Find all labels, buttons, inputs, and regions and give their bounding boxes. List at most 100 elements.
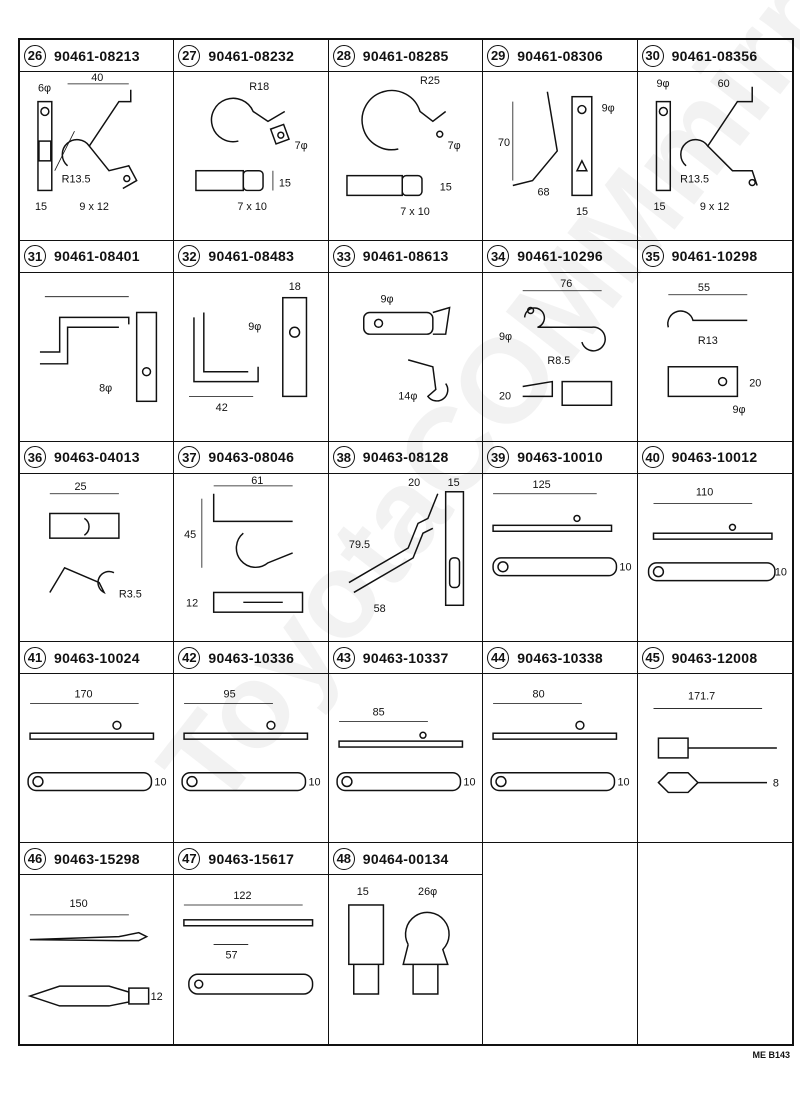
item-number: 41: [24, 646, 46, 669]
dim-label: 8φ: [99, 382, 112, 394]
part-number: 90463-15617: [208, 850, 295, 867]
part-cell-44: 44 90463-10338 80 10: [483, 642, 638, 844]
tie-drawing: 80 10: [490, 689, 630, 792]
part-cell-47: 47 90463-15617 122 57: [174, 843, 329, 1044]
cell-header: 40 90463-10012: [637, 442, 792, 474]
dim-label: 7 x 10: [400, 206, 430, 218]
dim-label: 10: [154, 777, 166, 789]
part-cell-46: 46 90463-15298 150 12: [20, 843, 175, 1044]
cell-header: 30 90461-08356: [637, 40, 792, 72]
dim-label: 9φ: [499, 331, 512, 343]
cell-header: 42 90463-10336: [174, 642, 328, 675]
dim-label: 14φ: [398, 390, 417, 402]
dim-label: 79.5: [349, 539, 370, 551]
dim-label: 15: [357, 886, 369, 898]
item-number: 32: [178, 245, 201, 268]
part-cell-48: 48 90464-00134 15 26φ: [328, 843, 484, 1044]
part-cell-33: 33 90461-08613 9φ 14φ: [328, 240, 484, 442]
part-cell-45: 45 90463-12008 171.7 8: [637, 642, 792, 844]
cell-header: 47 90463-15617: [174, 843, 328, 876]
part-number: 90463-15298: [54, 850, 140, 867]
dim-label: 10: [618, 777, 630, 789]
part-number: 90461-08213: [54, 47, 140, 64]
tie-drawing: 170 10: [27, 689, 166, 792]
dim-label: 95: [224, 689, 236, 701]
clamp-drawing: 8φ: [39, 296, 158, 402]
cell-header: 48 90464-00134: [328, 843, 483, 876]
part-cell-43: 43 90463-10337 85 10: [328, 642, 484, 844]
cell-header: 39 90463-10010: [483, 442, 637, 474]
dim-label: 9 x 12: [79, 201, 109, 213]
part-cell-38: 38 90463-08128 20 15 79.5 58: [328, 441, 484, 643]
item-number: 29: [487, 44, 510, 67]
item-number: 38: [332, 446, 355, 469]
part-cell-32: 32 90461-08483 18 9φ 42: [174, 240, 329, 442]
dim-label: 68: [538, 186, 550, 198]
tie-drawing: 85 10: [336, 707, 475, 792]
dim-label: 9φ: [602, 102, 615, 114]
part-number: 90461-08401: [54, 248, 140, 265]
dim-label: 26φ: [418, 886, 437, 898]
item-number: 44: [487, 646, 510, 669]
empty-cell: [483, 843, 638, 1044]
dim-label: 171.7: [688, 691, 715, 703]
tie-drawing: 150 12: [27, 898, 163, 1007]
clamp-drawing: 20 15 79.5 58: [348, 476, 464, 615]
dim-label: R13.5: [680, 174, 709, 186]
item-number: 34: [487, 245, 510, 268]
item-number: 36: [24, 446, 46, 469]
dim-label: 10: [463, 777, 475, 789]
dim-label: 7 x 10: [238, 201, 268, 213]
dim-label: 125: [533, 478, 551, 490]
part-cell-30: 30 90461-08356 9φ 60 R13.5 15 9 x 12: [637, 40, 792, 241]
dim-label: 110: [696, 486, 713, 498]
cell-header: 36 90463-04013: [20, 442, 174, 474]
dim-label: 9φ: [732, 404, 745, 416]
dim-label: R13: [698, 335, 718, 347]
dim-label: 25: [74, 480, 86, 492]
dim-label: 61: [252, 474, 264, 486]
item-number: 48: [332, 847, 355, 870]
dim-label: R18: [250, 81, 270, 93]
part-cell-34: 34 90461-10296 76 9φ R8.5 20: [483, 240, 638, 442]
clamp-drawing: R18 7φ 15 7 x 10: [195, 81, 308, 213]
tie-drawing: 171.7 8: [653, 691, 779, 794]
item-number: 47: [178, 847, 201, 870]
dim-label: 9 x 12: [699, 201, 729, 213]
dim-label: 76: [560, 278, 572, 290]
dim-label: 55: [698, 282, 710, 294]
parts-sheet: 26 90461-08213 6φ 40 R13.5 15 9 x 12 27 …: [18, 38, 794, 1046]
tie-drawing: 95 10: [181, 689, 321, 792]
dim-label: R13.5: [62, 174, 91, 186]
part-number: 90463-10337: [362, 649, 449, 666]
part-number: 90464-00134: [362, 850, 449, 867]
dim-label: 15: [440, 181, 452, 193]
part-cell-28: 28 90461-08285 R25 7φ 15 7 x 10: [328, 40, 484, 241]
empty-cell: [638, 843, 792, 1044]
part-number: 90461-08613: [362, 248, 449, 265]
dim-label: 85: [372, 707, 384, 719]
part-number: 90463-10010: [517, 449, 604, 466]
cell-header: 27 90461-08232: [174, 40, 328, 72]
cell-header: 31 90461-08401: [20, 241, 174, 273]
item-number: 30: [641, 44, 664, 67]
cell-header: 26 90461-08213: [20, 40, 174, 72]
part-number: 90461-08232: [208, 47, 295, 64]
dim-label: 7φ: [447, 140, 460, 152]
item-number: 28: [332, 44, 355, 67]
item-number: 31: [24, 245, 46, 268]
part-number: 90463-10336: [208, 649, 295, 666]
dim-label: 60: [717, 78, 729, 90]
cell-header: 43 90463-10337: [328, 642, 483, 675]
part-cell-29: 29 90461-08306 9φ 70 68 15: [483, 40, 638, 241]
cell-header: 29 90461-08306: [483, 40, 637, 72]
part-cell-35: 35 90461-10298 55 R13 20 9φ: [637, 241, 792, 442]
item-number: 42: [178, 646, 201, 669]
item-number: 37: [178, 446, 201, 469]
item-number: 26: [24, 44, 46, 67]
tie-drawing: 125 10: [492, 478, 632, 576]
dim-label: 18: [289, 281, 301, 293]
cell-header: 33 90461-08613: [328, 241, 483, 273]
dim-label: 15: [447, 476, 459, 488]
tie-drawing: 122 57: [183, 890, 314, 995]
